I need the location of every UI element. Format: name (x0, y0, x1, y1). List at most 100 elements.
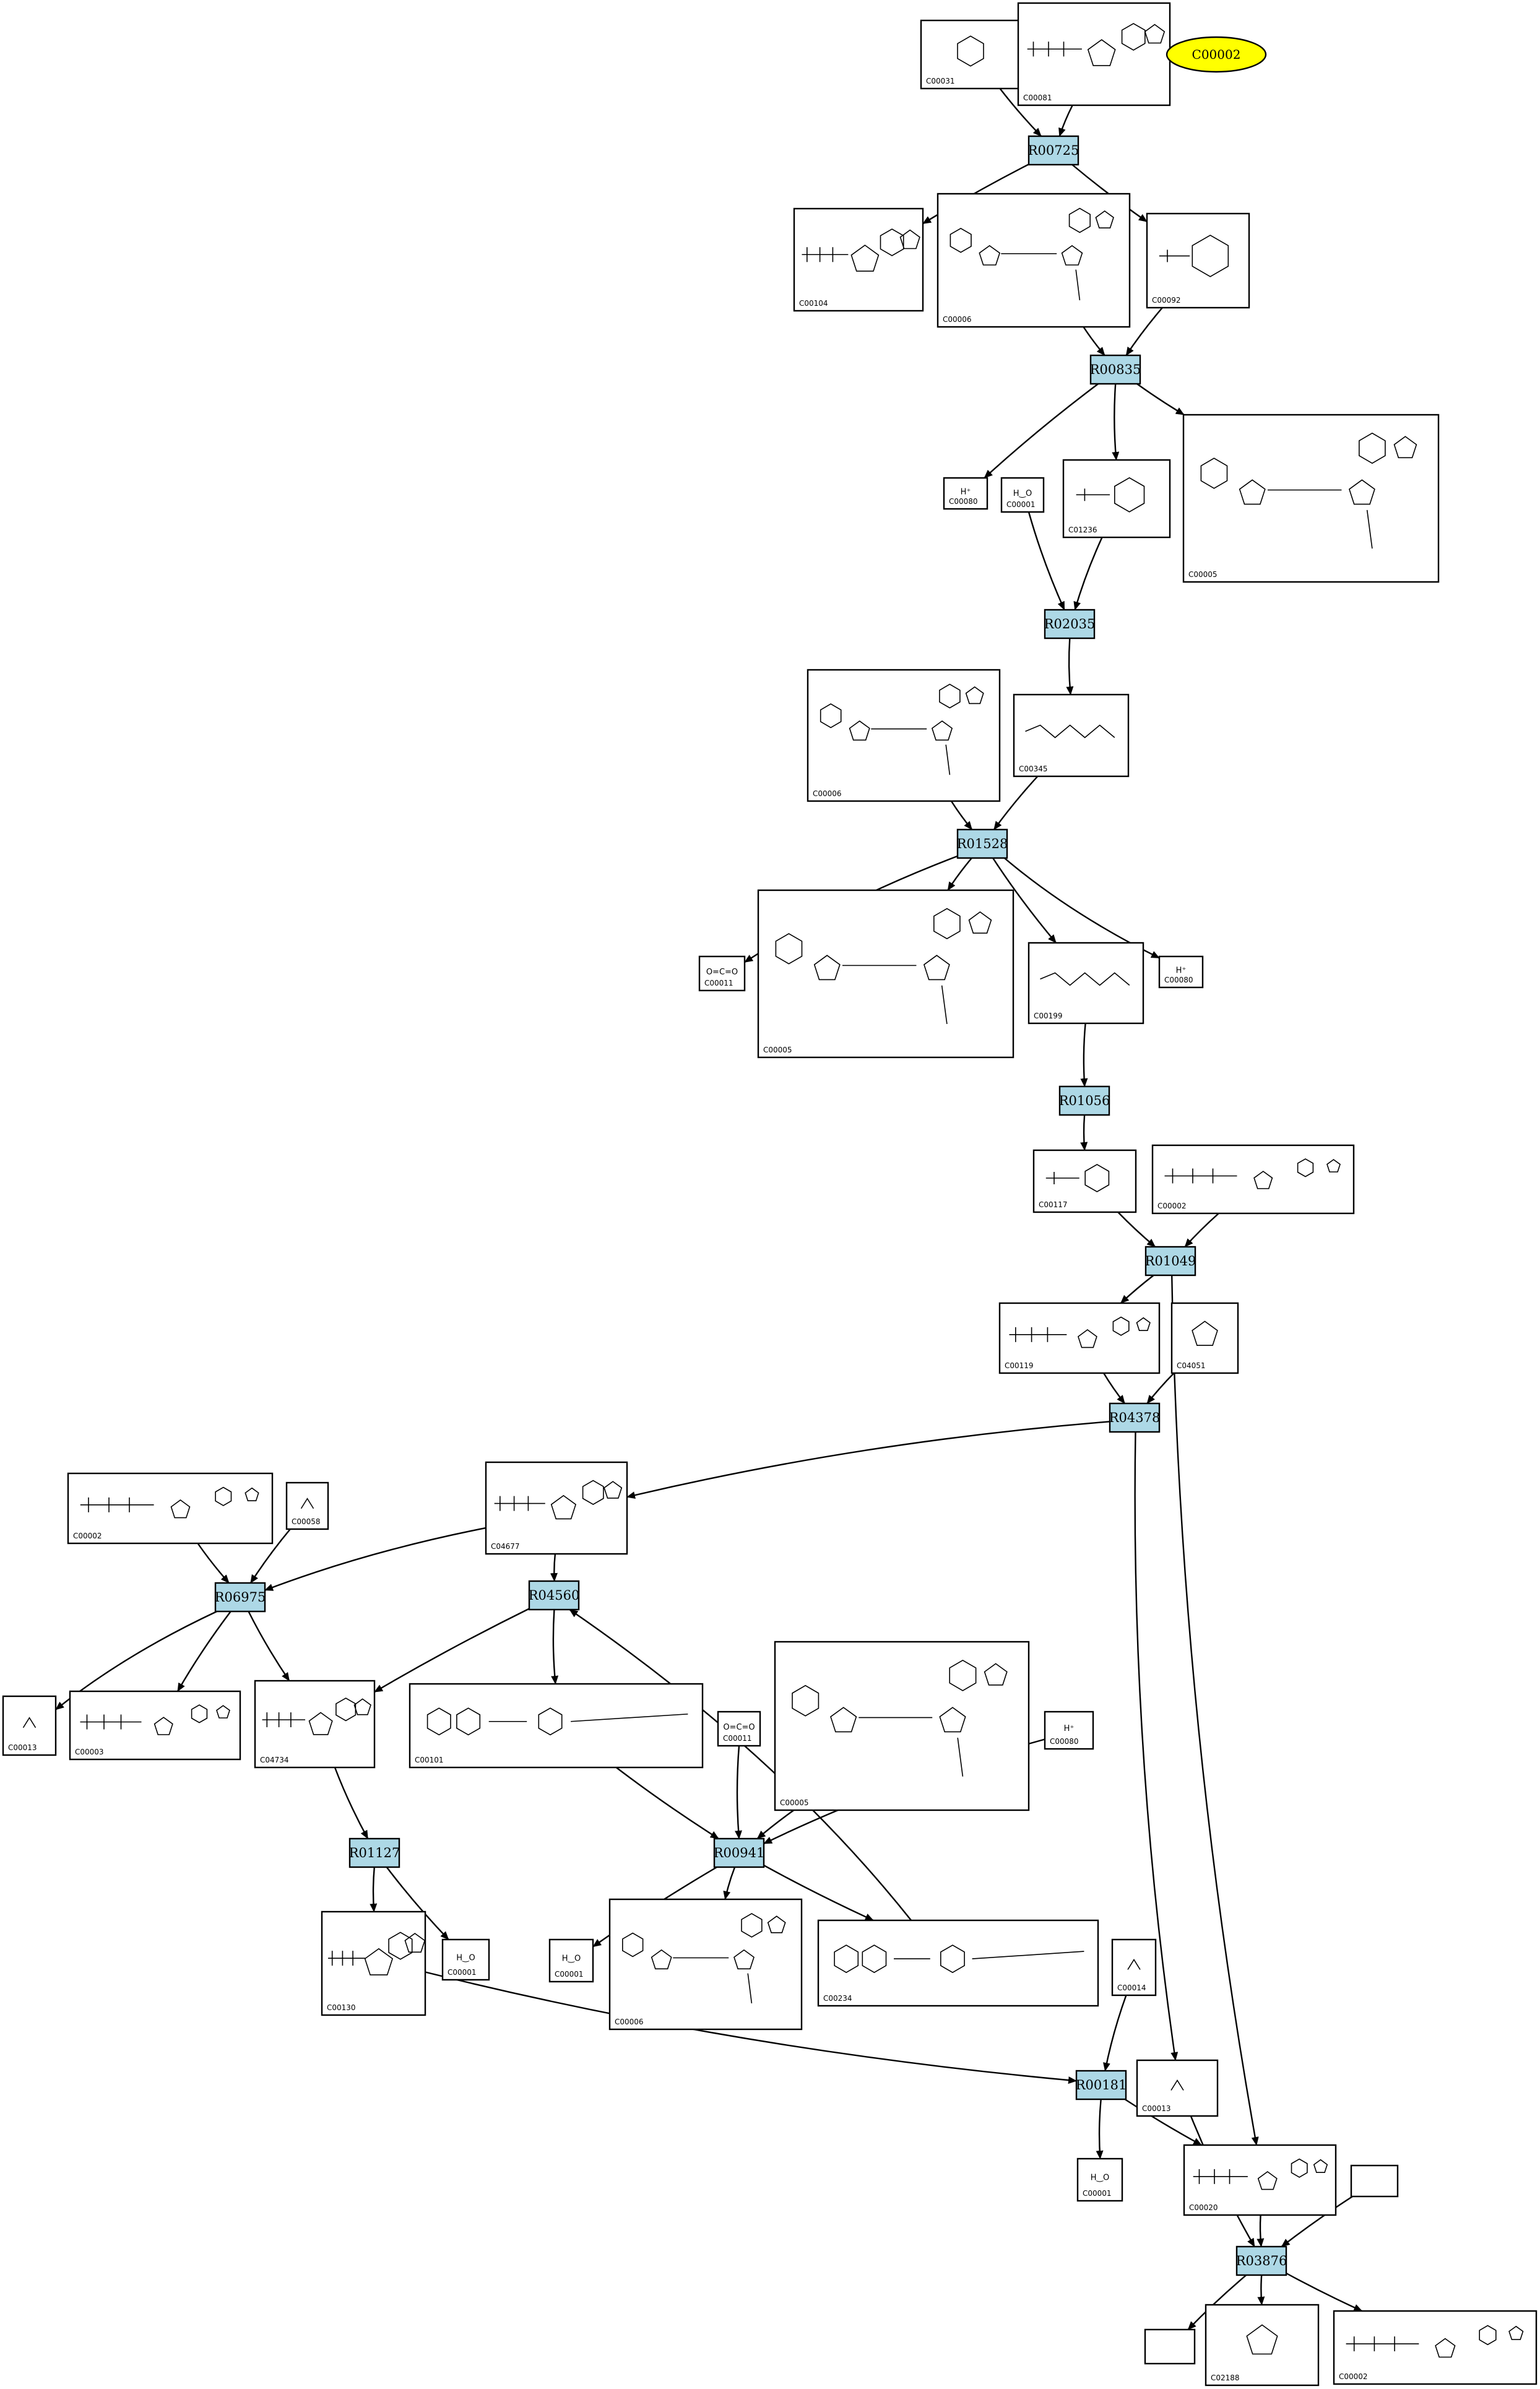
bond-lines (965, 686, 984, 705)
edge-c4-r2 (1083, 326, 1105, 356)
compound-node[interactable]: C00006 (608, 1898, 803, 2031)
compound-box (441, 1938, 490, 1981)
compound-node[interactable]: C00104 (793, 207, 924, 312)
compound-label: C00345 (1019, 765, 1048, 773)
bond-lines (1087, 39, 1116, 66)
compound-node[interactable]: C00119 (998, 1302, 1161, 1374)
compound-node[interactable]: C00117 (1032, 1149, 1137, 1213)
compound-box (285, 1481, 329, 1530)
compound-box (1333, 2310, 1538, 2385)
compound-box (1111, 1938, 1157, 1997)
edge-c38-r13 (1257, 2214, 1265, 2247)
reaction-label: R04378 (1109, 1410, 1161, 1425)
bond-lines (426, 1707, 451, 1736)
reaction-label: R06975 (215, 1590, 266, 1605)
compound-node[interactable]: C00199 (1027, 942, 1144, 1025)
edge-c11-r4 (993, 776, 1039, 830)
bond-lines (1112, 1316, 1130, 1336)
formula-text: H‿O (456, 1953, 475, 1962)
compound-node[interactable]: C00005 (774, 1641, 1030, 1811)
reaction-label: R00181 (1076, 2078, 1127, 2092)
reaction-box (1089, 354, 1141, 385)
compound-node[interactable]: H⁺C00080 (1044, 1710, 1094, 1750)
reaction-node[interactable]: R00181 (1076, 2070, 1127, 2101)
reaction-node[interactable]: R00725 (1028, 135, 1079, 166)
highlight-node[interactable]: C00002 (1166, 36, 1267, 73)
edge-r2-c9 (1136, 383, 1185, 416)
compound-box (485, 1461, 628, 1555)
compound-node[interactable]: C00002 (1333, 2310, 1538, 2385)
reaction-node[interactable]: R03876 (1236, 2245, 1287, 2276)
compound-node[interactable]: C00003 (69, 1690, 241, 1761)
reaction-label: R04560 (529, 1588, 580, 1603)
compound-box (1151, 1144, 1355, 1215)
compound-node[interactable]: C00345 (1013, 693, 1130, 778)
reaction-node[interactable]: R01056 (1059, 1085, 1110, 1116)
bond-lines (1144, 24, 1166, 44)
compound-node[interactable]: C00013 (2, 1695, 57, 1756)
compound-node[interactable]: C00092 (1146, 212, 1250, 309)
compound-node[interactable] (1350, 2164, 1399, 2198)
compound-node[interactable]: C00005 (1182, 414, 1440, 583)
compound-node[interactable] (1144, 2328, 1196, 2365)
formula-text: H‿O (562, 1954, 581, 1964)
reaction-node[interactable]: R02035 (1044, 609, 1096, 640)
compound-box (1013, 693, 1130, 778)
bond-lines (1192, 1320, 1218, 1346)
compound-box (1182, 414, 1440, 583)
bond-lines (830, 1707, 857, 1733)
compound-node[interactable]: C00101 (409, 1683, 704, 1769)
compound-node[interactable]: C00058 (285, 1481, 329, 1530)
edge-c19-r7 (1146, 1372, 1175, 1404)
compound-node[interactable]: C00014 (1111, 1938, 1157, 1997)
compound-node[interactable]: H⁺C00080 (943, 477, 988, 510)
compound-node[interactable]: C00002 (1151, 1144, 1355, 1215)
bond-lines (353, 1698, 371, 1715)
compound-node[interactable]: C01236 (1062, 459, 1171, 539)
compound-node[interactable]: C00020 (1183, 2144, 1337, 2216)
bond-lines (1084, 1164, 1110, 1192)
reaction-node[interactable]: R04560 (529, 1580, 580, 1611)
compound-box (1076, 2157, 1123, 2202)
compound-node[interactable]: C04051 (1170, 1302, 1239, 1374)
compound-node[interactable]: C00081 (1017, 2, 1171, 106)
compound-node[interactable]: C00031 (920, 19, 1021, 90)
compound-box (920, 19, 1021, 90)
edge-c35-r12 (1103, 1995, 1127, 2071)
compound-node[interactable]: H⁺C00080 (1158, 955, 1204, 989)
compound-label: C00011 (704, 979, 733, 987)
edge-r10-c30 (370, 1867, 378, 1912)
compound-node[interactable]: C00234 (817, 1919, 1099, 2007)
bond-lines (1291, 2158, 1308, 2178)
compound-node[interactable]: C04677 (485, 1461, 628, 1555)
reaction-node[interactable]: R04378 (1109, 1402, 1161, 1433)
compound-node[interactable]: C00002 (67, 1472, 274, 1545)
reaction-box (1144, 1246, 1196, 1277)
compound-node[interactable]: C00006 (937, 193, 1131, 328)
reaction-node[interactable]: R00941 (714, 1837, 765, 1868)
reaction-label: R00941 (714, 1845, 765, 1860)
edge-c16-r6 (1117, 1212, 1156, 1247)
compound-node[interactable]: C00130 (321, 1910, 426, 2016)
compound-label: C00130 (327, 2003, 356, 2012)
edge-c21-r8 (249, 1528, 291, 1584)
compound-node[interactable]: C04734 (254, 1680, 376, 1769)
highlight-ellipse (1166, 36, 1267, 73)
reaction-node[interactable]: R00835 (1089, 354, 1141, 385)
compound-node[interactable]: C00006 (807, 669, 1001, 802)
reaction-node[interactable]: R01049 (1144, 1246, 1196, 1277)
compound-node[interactable]: C00005 (757, 889, 1014, 1059)
reaction-node[interactable]: R06975 (215, 1582, 266, 1613)
edge-c34-r9 (569, 1609, 912, 1921)
compound-node[interactable]: C02188 (1205, 2304, 1320, 2387)
compound-box (1136, 2059, 1219, 2117)
compound-node[interactable]: C00013 (1136, 2059, 1219, 2117)
reaction-node[interactable]: R01528 (957, 828, 1008, 859)
reaction-node[interactable]: R01127 (349, 1837, 400, 1868)
